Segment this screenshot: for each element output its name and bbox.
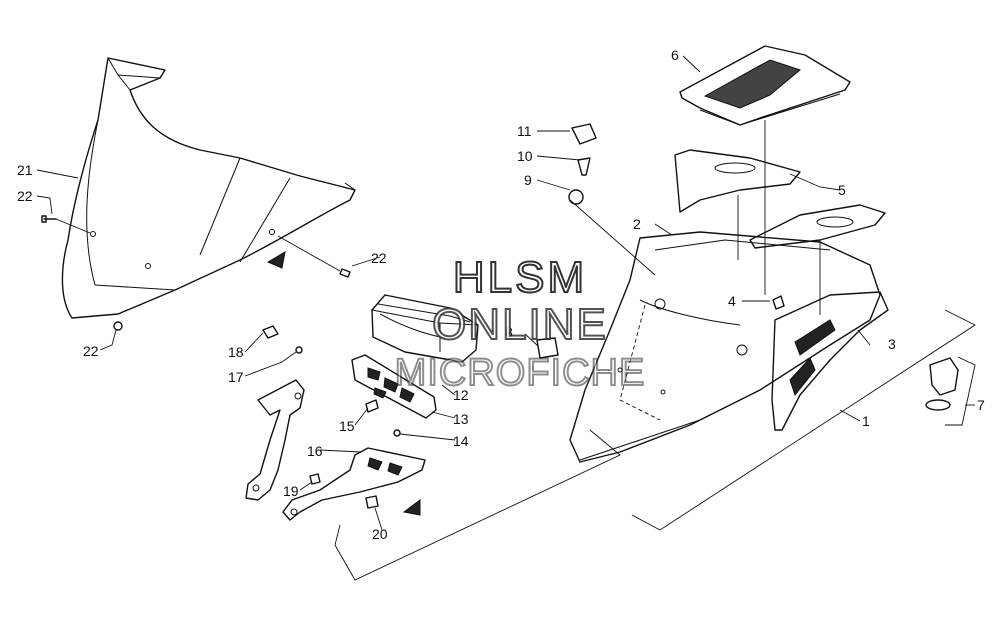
callout-10: 10 xyxy=(517,148,533,164)
callout-2: 2 xyxy=(633,216,641,232)
callout-22-bottom: 22 xyxy=(83,343,99,359)
mesh-grille-part xyxy=(679,45,851,126)
grommet-22-bottom xyxy=(113,321,123,331)
callout-16: 16 xyxy=(307,443,323,459)
screw-4 xyxy=(772,295,785,310)
callout-22-right: 22 xyxy=(371,250,387,266)
screw-22-right xyxy=(277,235,351,278)
side-panel-part xyxy=(771,291,889,431)
vent-part-right xyxy=(749,204,886,249)
windshield-part xyxy=(61,57,356,319)
callout-11: 11 xyxy=(517,123,532,139)
callout-labels: 21 22 22 22 18 17 12 13 14 15 16 19 20 1… xyxy=(17,47,985,542)
screw-19 xyxy=(309,473,321,485)
callout-7: 7 xyxy=(977,397,985,413)
callout-22-left: 22 xyxy=(17,188,33,204)
callout-14: 14 xyxy=(453,433,469,449)
direction-arrow-lower xyxy=(402,499,421,516)
callout-6: 6 xyxy=(671,47,679,63)
callout-5: 5 xyxy=(838,182,846,198)
callout-9: 9 xyxy=(524,172,532,188)
callout-1: 1 xyxy=(862,413,870,429)
callout-19: 19 xyxy=(283,483,299,499)
fuel-cap-part xyxy=(925,356,976,426)
callout-8: 8 xyxy=(505,324,513,340)
callout-12: 12 xyxy=(453,387,469,403)
cap-18 xyxy=(262,325,279,339)
callout-21: 21 xyxy=(17,162,33,178)
callout-3: 3 xyxy=(888,336,896,352)
nut-14 xyxy=(393,429,401,437)
mount-plate-part xyxy=(351,354,437,419)
washer-17 xyxy=(295,346,303,354)
screw-15 xyxy=(365,399,379,413)
gauge-part xyxy=(371,294,479,363)
leader-lines xyxy=(36,55,975,531)
group-bracket-lines xyxy=(334,429,621,581)
callout-13: 13 xyxy=(453,411,469,427)
callout-20: 20 xyxy=(372,526,388,542)
ignition-parts xyxy=(536,123,656,359)
direction-arrow-upper xyxy=(266,251,286,269)
callout-17: 17 xyxy=(228,369,244,385)
lower-mount-part xyxy=(245,379,305,501)
nut-20 xyxy=(365,495,379,509)
callout-4: 4 xyxy=(728,293,736,309)
screw-22-left xyxy=(41,215,91,234)
callout-18: 18 xyxy=(228,344,244,360)
vent-part-left xyxy=(674,149,801,213)
callout-15: 15 xyxy=(339,418,355,434)
hood-group-lines xyxy=(631,309,976,531)
mount-bracket-part xyxy=(282,447,426,521)
hood-part xyxy=(569,231,881,463)
